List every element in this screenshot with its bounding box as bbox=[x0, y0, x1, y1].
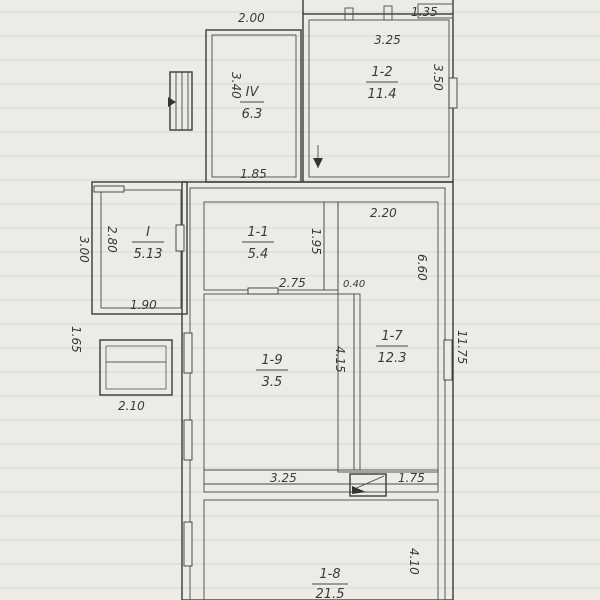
room-iv-area: 6.3 bbox=[242, 107, 263, 122]
dim-side-iv: 3.40 bbox=[229, 72, 243, 99]
dim-top-1-7: 2.20 bbox=[370, 206, 397, 220]
main-house-walls bbox=[181, 181, 454, 600]
dim-wall-040: 0.40 bbox=[343, 279, 365, 290]
room-label-1-7: 1-7 12.3 bbox=[376, 329, 408, 366]
dim-top-iv: 2.00 bbox=[238, 11, 265, 25]
top-notch-1 bbox=[344, 7, 354, 21]
window-left-3 bbox=[183, 521, 193, 567]
room-label-1-8: 1-8 21.5 bbox=[312, 567, 348, 600]
room-1-2-name: 1-2 bbox=[371, 65, 392, 80]
dim-top-small: 1.35 bbox=[411, 5, 438, 19]
main-house-inner-walls bbox=[189, 187, 446, 600]
room-1-7-walls bbox=[337, 201, 439, 473]
porch-step-bottom bbox=[105, 361, 167, 390]
dim-top-1-2: 3.25 bbox=[374, 33, 401, 47]
entry-arrow bbox=[168, 97, 176, 107]
top-notch-2 bbox=[383, 5, 393, 21]
window-partition bbox=[247, 287, 279, 295]
dim-side-1-2: 3.50 bbox=[431, 64, 445, 91]
wall-band-1-8 bbox=[203, 469, 439, 493]
porch-outline bbox=[99, 339, 173, 396]
dim-bottom-iv: 1.85 bbox=[240, 167, 267, 181]
dim-inner-1-9: 2.75 bbox=[279, 276, 306, 290]
room-1-2-area: 11.4 bbox=[368, 87, 397, 102]
paper-grid-lines bbox=[0, 11, 600, 589]
room-label-1-1: 1-1 5.4 bbox=[242, 225, 274, 262]
stove bbox=[349, 473, 387, 497]
top-notch-3 bbox=[417, 3, 454, 19]
dim-left-165: 1.65 bbox=[69, 326, 83, 353]
dim-side-1-9: 4.15 bbox=[333, 346, 347, 373]
room-1-9-name: 1-9 bbox=[261, 353, 282, 368]
dim-porch-width: 2.10 bbox=[118, 399, 145, 413]
window-room-i bbox=[175, 224, 185, 252]
dim-bottom-room-i: 1.90 bbox=[130, 298, 157, 312]
room-1-8-walls bbox=[203, 499, 439, 600]
stove-arrow bbox=[352, 486, 366, 494]
dim-bottom-1-9: 3.25 bbox=[270, 471, 297, 485]
room-1-1-area: 5.4 bbox=[248, 247, 269, 262]
window-room-i-top bbox=[93, 185, 125, 193]
room-1-7-name: 1-7 bbox=[381, 329, 403, 344]
door-arrow-head bbox=[313, 158, 323, 168]
dim-wall-1-1: 1.95 bbox=[309, 228, 323, 255]
room-i-area: 5.13 bbox=[134, 247, 163, 262]
room-1-1-name: 1-1 bbox=[247, 225, 268, 240]
room-i-name: I bbox=[146, 225, 150, 240]
room-i-walls bbox=[91, 181, 188, 315]
room-label-iv: IV 6.3 bbox=[240, 85, 264, 122]
room-1-8-name: 1-8 bbox=[319, 567, 340, 582]
room-1-8-area: 21.5 bbox=[316, 587, 345, 600]
dim-outer-room-i: 3.00 bbox=[77, 236, 91, 263]
window-left-1 bbox=[183, 332, 193, 374]
room-label-1-2: 1-2 11.4 bbox=[366, 65, 398, 102]
window-left-2 bbox=[183, 419, 193, 461]
dim-side-1-8: 4.10 bbox=[407, 548, 421, 575]
room-1-9-area: 3.5 bbox=[262, 375, 283, 390]
window-1-2 bbox=[448, 77, 458, 109]
dim-small-175: 1.75 bbox=[398, 471, 425, 485]
room-label-1-9: 1-9 3.5 bbox=[256, 353, 288, 390]
dim-inner-room-i: 2.80 bbox=[105, 226, 119, 253]
room-iv-inner-walls bbox=[211, 34, 297, 178]
room-iv-name: IV bbox=[246, 85, 260, 100]
window-right-1-7 bbox=[443, 339, 453, 381]
dim-side-1-7: 6.60 bbox=[415, 254, 429, 281]
dim-right-overall: 11.75 bbox=[455, 330, 469, 364]
room-1-7-area: 12.3 bbox=[378, 351, 407, 366]
room-label-i: I 5.13 bbox=[132, 225, 164, 262]
stove-marker bbox=[351, 475, 385, 491]
